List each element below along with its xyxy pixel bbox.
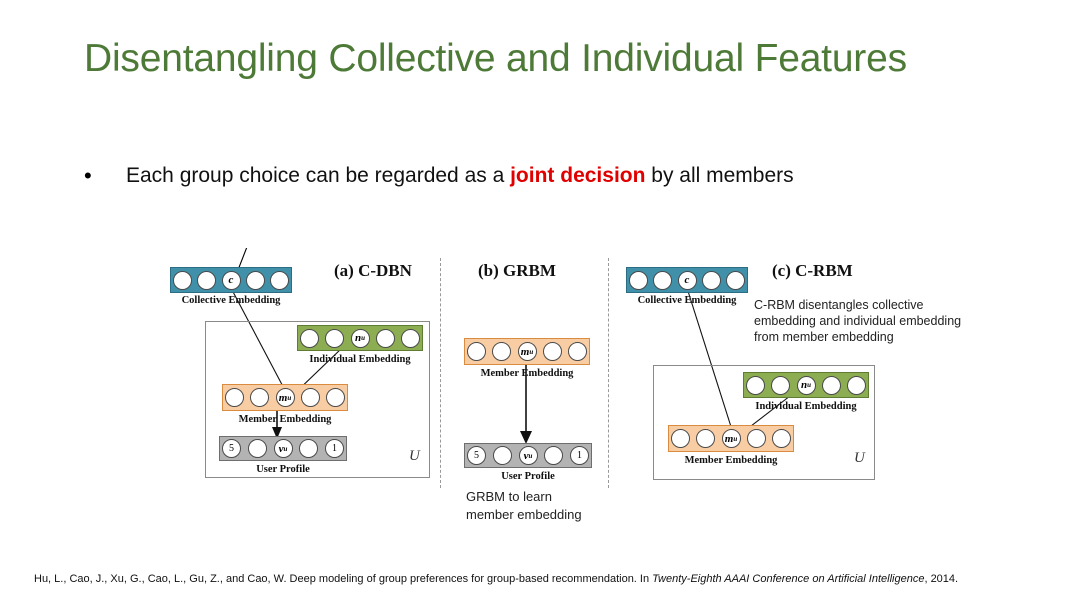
node: [772, 429, 791, 448]
node: [653, 270, 673, 290]
caption-member-embedding-b: Member Embedding: [480, 368, 574, 379]
node: [847, 375, 866, 395]
node: [250, 388, 270, 407]
citation-part2: , 2014.: [924, 573, 959, 585]
node: [542, 342, 562, 361]
node: [671, 429, 690, 448]
caption-collective-embedding-a: Collective Embedding: [181, 295, 281, 306]
node-rating-1: 1: [325, 439, 344, 458]
citation-venue: Twenty-Eighth AAAI Conference on Artific…: [652, 573, 925, 585]
node: [401, 328, 420, 348]
node-rating-5: 5: [467, 446, 486, 465]
node: [629, 270, 648, 290]
bullet-highlight: joint decision: [510, 164, 646, 187]
node: [821, 375, 841, 395]
node: [326, 388, 345, 407]
node-c: c: [221, 270, 241, 290]
bullet-text-after: by all members: [645, 164, 794, 187]
box-label-u-c: U: [854, 450, 865, 466]
box-label-u-a: U: [409, 448, 420, 464]
node: [299, 439, 319, 458]
panel-title-a: (a) C-DBN: [334, 261, 412, 280]
node: [492, 446, 512, 465]
citation-part1: Hu, L., Cao, J., Xu, G., Cao, L., Gu, Z.…: [34, 573, 653, 585]
panel-title-c: (c) C-RBM: [772, 261, 853, 280]
node: [746, 429, 766, 448]
caption-individual-embedding-c: Individual Embedding: [755, 401, 857, 412]
caption-user-profile-b: User Profile: [501, 471, 555, 482]
bullet-text: Each group choice can be regarded as a j…: [126, 163, 794, 189]
caption-member-embedding-a: Member Embedding: [238, 414, 332, 425]
caption-user-profile-a: User Profile: [256, 464, 310, 475]
outer-box-a: [205, 321, 430, 478]
node: [568, 342, 587, 361]
node: [247, 439, 267, 458]
node: [245, 270, 265, 290]
node: [197, 270, 217, 290]
node: [173, 270, 192, 290]
node: [300, 328, 319, 348]
node: [467, 342, 486, 361]
node: [270, 270, 289, 290]
bullet-row: • Each group choice can be regarded as a…: [80, 163, 980, 189]
bullet-text-before: Each group choice can be regarded as a: [126, 164, 511, 187]
node: [544, 446, 564, 465]
node-rating-5: 5: [222, 439, 241, 458]
node: [726, 270, 745, 290]
panel-title-b: (b) GRBM: [478, 261, 556, 280]
node: [746, 375, 765, 395]
node: [701, 270, 721, 290]
bar-collective-embedding-c: c: [626, 267, 748, 293]
note-crbm: C-RBM disentangles collective embedding …: [754, 298, 962, 344]
outer-box-c: [653, 365, 875, 480]
node-c: c: [677, 270, 697, 290]
node: [771, 375, 791, 395]
node: [225, 388, 244, 407]
node: [375, 328, 395, 348]
panel-divider-right: [608, 258, 609, 488]
note-grbm: GRBM to learn member embedding: [466, 489, 582, 522]
node: [300, 388, 320, 407]
node-rating-1: 1: [570, 446, 589, 465]
bar-collective-embedding-a: c: [170, 267, 292, 293]
caption-member-embedding-c: Member Embedding: [684, 455, 778, 466]
node: [696, 429, 716, 448]
citation: Hu, L., Cao, J., Xu, G., Cao, L., Gu, Z.…: [34, 572, 958, 587]
node: [325, 328, 345, 348]
caption-collective-embedding-c: Collective Embedding: [637, 295, 737, 306]
caption-individual-embedding-a: Individual Embedding: [309, 354, 411, 365]
bullet-marker: •: [84, 163, 92, 188]
page-title: Disentangling Collective and Individual …: [84, 37, 907, 80]
node: [492, 342, 512, 361]
panel-divider-left: [440, 258, 441, 488]
